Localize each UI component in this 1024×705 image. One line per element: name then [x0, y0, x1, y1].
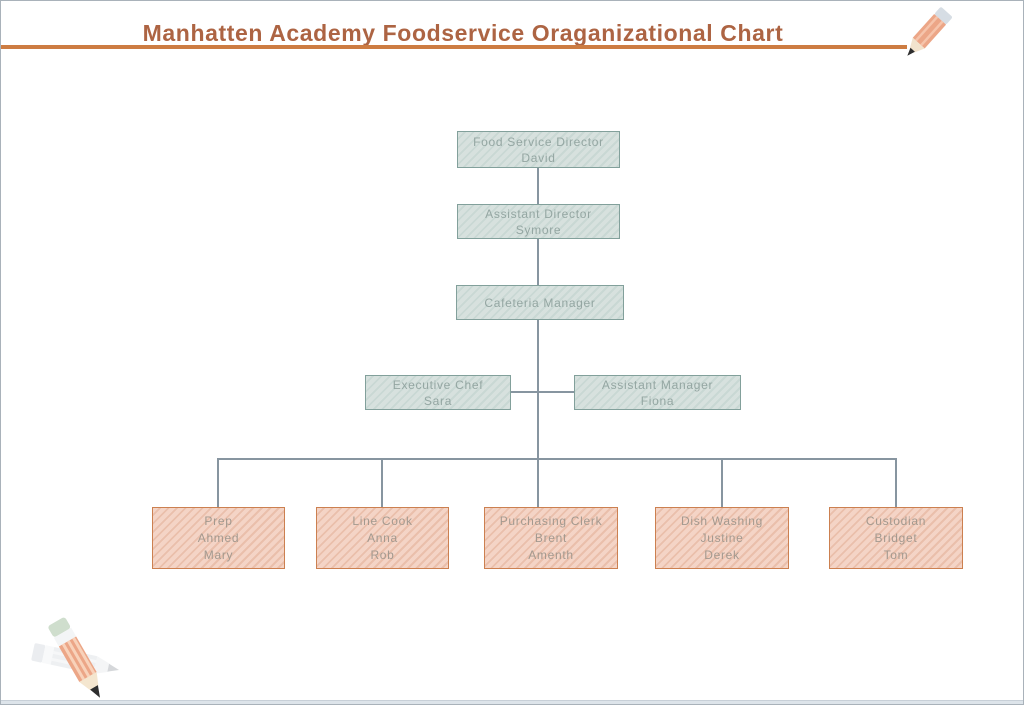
node-role: Prep: [204, 513, 233, 528]
connector-assistant-manager-branch: [538, 391, 574, 393]
org-node-line-cook[interactable]: Line Cook Anna Rob: [316, 507, 449, 569]
node-person: Mary: [203, 547, 234, 562]
org-node-prep[interactable]: Prep Ahmed Mary: [152, 507, 285, 569]
node-person: Sara: [423, 393, 453, 408]
node-role: Assistant Director: [485, 206, 592, 221]
pencil-icon: [907, 7, 952, 56]
node-role: Executive Chef: [392, 377, 484, 392]
connector-drop-line-cook: [381, 458, 383, 507]
node-person: Rob: [370, 547, 395, 562]
node-person: Anna: [367, 530, 398, 545]
node-person: Justine: [700, 530, 744, 545]
node-role: Food Service Director: [473, 134, 604, 149]
org-node-purchasing-clerk[interactable]: Purchasing Clerk Brent Amenth: [484, 507, 618, 569]
node-person: Derek: [704, 547, 740, 562]
connector-director-assistant: [537, 168, 539, 204]
node-person: Brent: [534, 530, 568, 545]
node-role: Custodian: [865, 513, 927, 528]
node-person: Amenth: [528, 547, 574, 562]
connector-bottom-rail: [217, 458, 897, 460]
connector-executive-chef-branch: [511, 391, 538, 393]
node-role: Line Cook: [352, 513, 413, 528]
org-node-assistant-director[interactable]: Assistant Director Symore: [457, 204, 620, 239]
org-node-cafeteria-manager[interactable]: Cafeteria Manager: [456, 285, 624, 320]
connector-drop-custodian: [895, 458, 897, 507]
org-node-assistant-manager[interactable]: Assistant Manager Fiona: [574, 375, 741, 410]
node-person: Symore: [515, 222, 562, 237]
connector-manager-trunk: [537, 320, 539, 507]
node-role: Assistant Manager: [601, 377, 714, 392]
connector-assistant-manager: [537, 239, 539, 285]
node-person: Ahmed: [197, 530, 240, 545]
connector-drop-prep: [217, 458, 219, 507]
org-node-custodian[interactable]: Custodian Bridget Tom: [829, 507, 963, 569]
org-node-executive-chef[interactable]: Executive Chef Sara: [365, 375, 511, 410]
node-person: Tom: [883, 547, 909, 562]
pencil-icon: [31, 617, 119, 698]
node-role: Purchasing Clerk: [499, 513, 603, 528]
page-bottom-edge: [1, 700, 1023, 704]
node-person: Bridget: [874, 530, 918, 545]
title-underline: [1, 45, 907, 49]
node-person: Fiona: [640, 393, 675, 408]
page-title: Manhatten Academy Foodservice Oraganizat…: [142, 20, 784, 46]
org-node-dish-washing[interactable]: Dish Washing Justine Derek: [655, 507, 789, 569]
org-node-food-service-director[interactable]: Food Service Director David: [457, 131, 620, 168]
node-role: Cafeteria Manager: [484, 295, 596, 310]
node-person: David: [521, 150, 556, 165]
node-role: Dish Washing: [681, 513, 763, 528]
connector-drop-dish-washing: [721, 458, 723, 507]
